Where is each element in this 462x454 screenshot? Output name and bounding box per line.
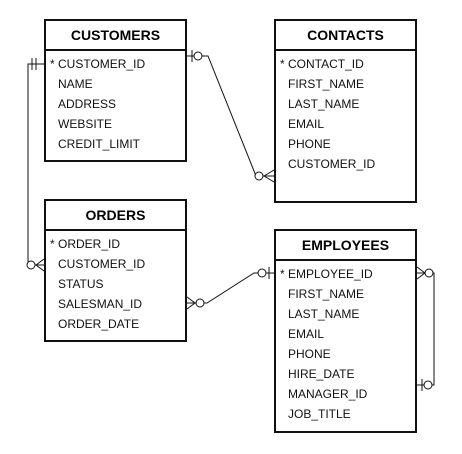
table-contacts[interactable]: CONTACTS *CONTACT_ID FIRST_NAME LAST_NAM… [274,19,417,203]
table-employees[interactable]: EMPLOYEES *EMPLOYEE_ID FIRST_NAME LAST_N… [274,229,417,433]
relationship-customers-contacts[interactable] [187,55,274,177]
column-last-name[interactable]: LAST_NAME [288,307,360,321]
column-order-id[interactable]: *ORDER_ID [46,234,185,254]
column-list: *EMPLOYEE_ID FIRST_NAME LAST_NAME EMAIL … [276,261,415,424]
primary-key-marker: * [280,267,285,281]
zero-circle-marker [26,260,36,270]
table-orders[interactable]: ORDERS *ORDER_ID CUSTOMER_ID STATUS SALE… [44,199,187,342]
crows-foot-marker [186,296,196,310]
table-title: EMPLOYEES [276,231,415,261]
zero-circle-marker [195,298,205,308]
column-employee-id[interactable]: *EMPLOYEE_ID [276,264,415,284]
column-email[interactable]: EMAIL [288,327,325,341]
column-customer-id[interactable]: *CUSTOMER_ID [46,54,185,74]
relationship-employees-orders[interactable] [187,272,274,304]
crows-foot-marker [263,169,275,183]
column-credit-limit[interactable]: CREDIT_LIMIT [58,137,141,151]
column-first-name[interactable]: FIRST_NAME [288,77,365,91]
column-website[interactable]: WEBSITE [58,117,113,131]
relationship-customers-orders[interactable] [27,63,44,266]
column-contact-id[interactable]: *CONTACT_ID [276,54,415,74]
zero-circle-marker [257,268,267,278]
column-email[interactable]: EMAIL [288,117,325,131]
column-name[interactable]: NAME [58,77,93,91]
column-first-name[interactable]: FIRST_NAME [288,287,365,301]
column-customer-id[interactable]: CUSTOMER_ID [58,257,146,271]
column-salesman-id[interactable]: SALESMAN_ID [58,297,143,311]
zero-circle-marker [424,268,434,278]
column-order-date[interactable]: ORDER_DATE [58,317,140,331]
column-customer-id[interactable]: CUSTOMER_ID [288,157,376,171]
column-hire-date[interactable]: HIRE_DATE [288,367,355,381]
table-customers[interactable]: CUSTOMERS *CUSTOMER_ID NAME ADDRESS WEBS… [44,19,187,162]
primary-key-marker: * [50,57,55,71]
column-address[interactable]: ADDRESS [58,97,117,111]
crows-foot-marker [35,258,45,272]
zero-circle-marker [254,171,264,181]
column-list: *CONTACT_ID FIRST_NAME LAST_NAME EMAIL P… [276,51,415,174]
primary-key-marker: * [50,237,55,251]
column-phone[interactable]: PHONE [288,137,331,151]
column-list: *CUSTOMER_ID NAME ADDRESS WEBSITE CREDIT… [46,51,185,154]
column-last-name[interactable]: LAST_NAME [288,97,360,111]
relationship-employees-self[interactable] [417,272,435,386]
column-list: *ORDER_ID CUSTOMER_ID STATUS SALESMAN_ID… [46,231,185,334]
table-title: CUSTOMERS [46,21,185,51]
table-title: ORDERS [46,201,185,231]
zero-circle-marker [423,380,433,390]
zero-circle-marker [193,51,203,61]
column-job-title[interactable]: JOB_TITLE [288,407,351,421]
table-title: CONTACTS [276,21,415,51]
primary-key-marker: * [280,57,285,71]
column-manager-id[interactable]: MANAGER_ID [288,387,368,401]
column-phone[interactable]: PHONE [288,347,331,361]
crows-foot-marker [416,266,426,280]
column-status[interactable]: STATUS [58,277,104,291]
